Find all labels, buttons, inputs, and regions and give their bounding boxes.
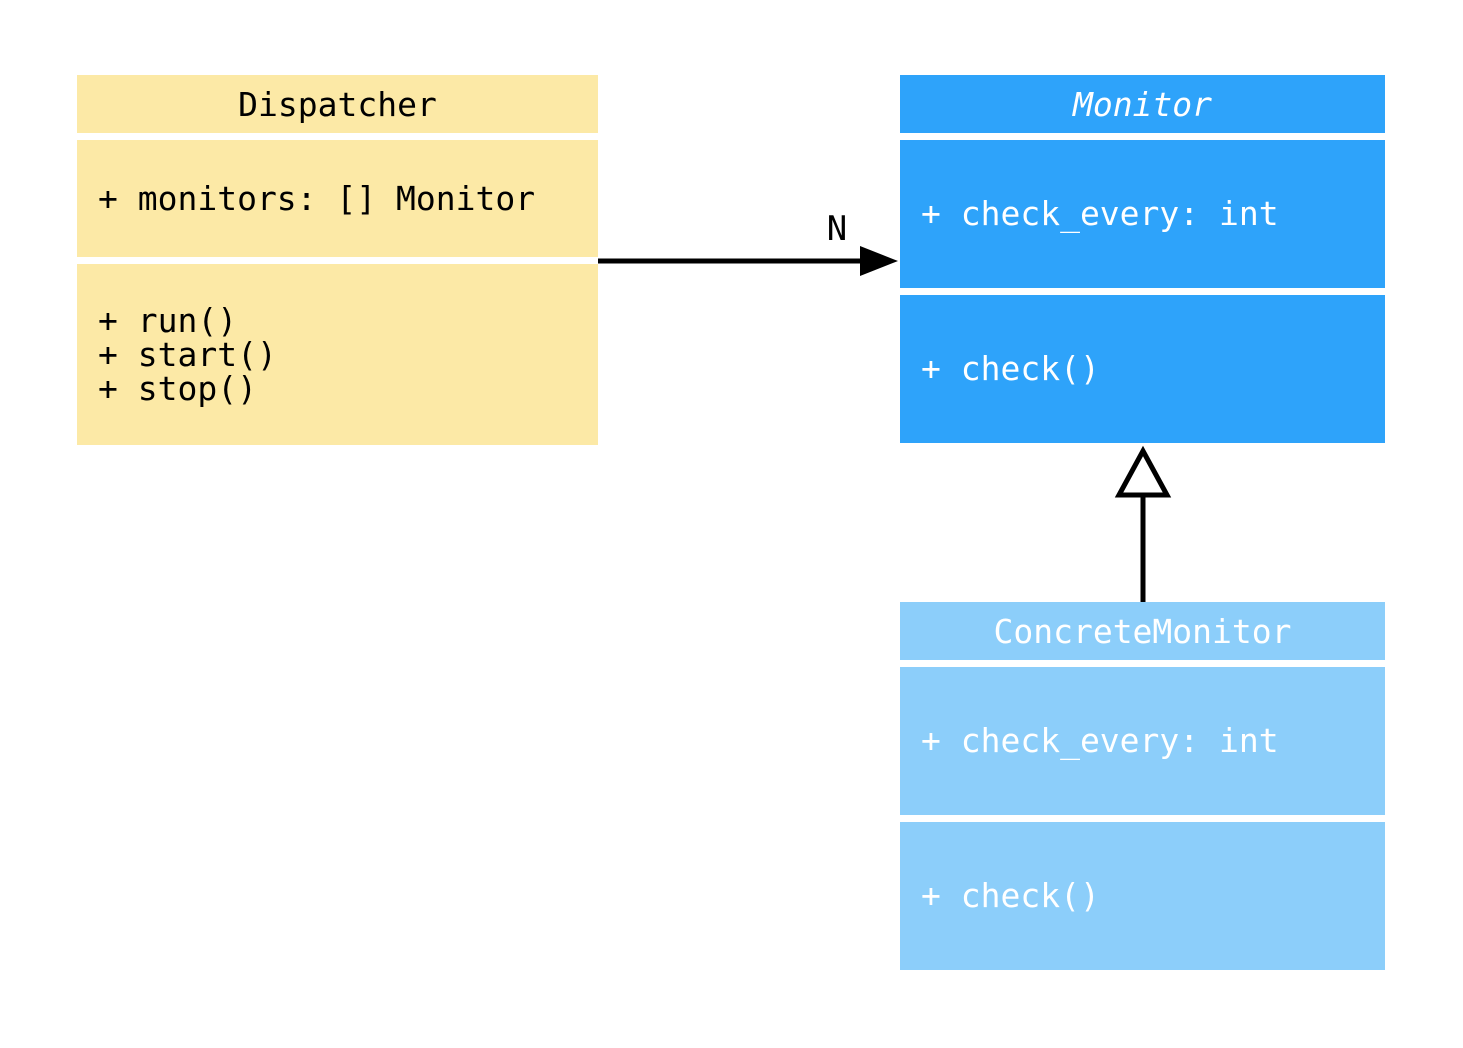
class-box-concrete-monitor: ConcreteMonitor + check_every: int + che… (900, 602, 1385, 970)
hollow-triangle-icon (1114, 445, 1172, 498)
association-multiplicity-label: N (826, 209, 848, 249)
association-arrow (598, 246, 898, 276)
method-line: + start() (98, 334, 277, 374)
class-box-monitor: Monitor + check_every: int + check() (900, 75, 1385, 443)
class-box-dispatcher: Dispatcher + monitors: [] Monitor + run(… (77, 75, 598, 445)
attribute-line: + monitors: [] Monitor (98, 178, 536, 218)
attribute-line: + check_every: int (921, 194, 1279, 233)
inheritance-arrow (1114, 445, 1172, 602)
method-line: + check() (921, 876, 1100, 915)
attribute-line: + check_every: int (921, 721, 1279, 760)
class-attributes-dispatcher: + monitors: [] Monitor (77, 140, 598, 257)
filled-arrowhead-icon (860, 246, 898, 276)
class-title-monitor: Monitor (900, 75, 1385, 133)
class-attributes-concrete-monitor: + check_every: int (900, 667, 1385, 815)
class-attributes-monitor: + check_every: int (900, 140, 1385, 288)
class-methods-concrete-monitor: + check() (900, 822, 1385, 970)
class-title-concrete-monitor: ConcreteMonitor (900, 602, 1385, 660)
method-line: + check() (921, 349, 1100, 388)
class-methods-monitor: + check() (900, 295, 1385, 443)
class-title-dispatcher: Dispatcher (77, 75, 598, 133)
method-line: + run() (98, 300, 238, 340)
method-line: + stop() (98, 368, 257, 408)
class-methods-dispatcher: + run() + start() + stop() (77, 264, 598, 445)
